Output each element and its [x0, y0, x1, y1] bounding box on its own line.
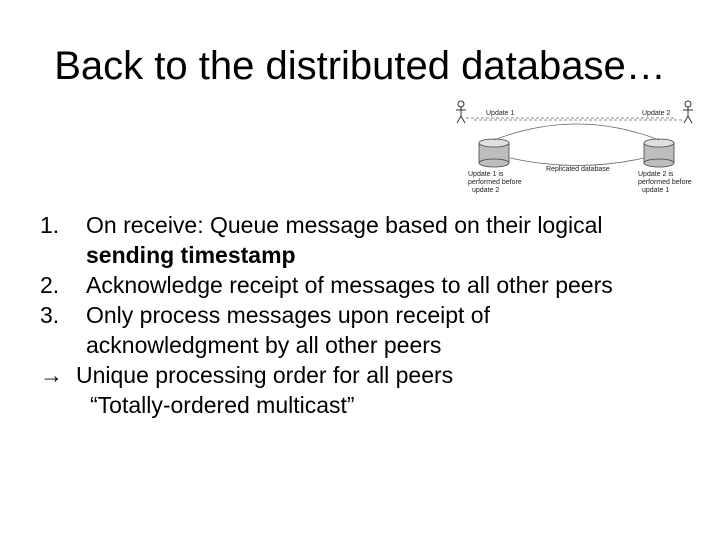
right-note-3: update 1	[642, 187, 669, 194]
left-database-icon	[478, 138, 510, 168]
update2-label: Update 2	[642, 110, 671, 117]
left-note-3: update 2	[472, 187, 499, 194]
diagram-svg: Update 1 Update 2 Replicated databa	[456, 100, 693, 194]
conclusion-text: Unique processing order for all peers	[76, 362, 454, 388]
item-number: 3.	[40, 302, 60, 328]
item-text: Acknowledge receipt of messages to all o…	[86, 272, 613, 298]
curve-bottom	[509, 157, 645, 166]
right-note-2: performed before	[638, 179, 692, 186]
conclusion-quote: “Totally-ordered multicast”	[90, 392, 355, 418]
list-item: 3. Only process messages upon receipt of…	[40, 300, 710, 360]
update1-label: Update 1	[486, 110, 515, 117]
conclusion: → Unique processing order for all peers	[40, 360, 710, 390]
item-text: On receive: Queue message based on their…	[86, 212, 603, 238]
bullet-list: 1. On receive: Queue message based on th…	[40, 210, 710, 420]
item-bold-text: sending timestamp	[86, 242, 296, 268]
curve-top	[493, 123, 660, 141]
right-note-1: Update 2 is	[638, 171, 674, 178]
slide-title: Back to the distributed database…	[54, 44, 666, 88]
left-note-2: performed before	[468, 179, 522, 186]
replicated-database-diagram: Update 1 Update 2 Replicated databa	[452, 98, 702, 198]
list-item: 1. On receive: Queue message based on th…	[40, 210, 710, 270]
item-text: Only process messages upon receipt of	[86, 302, 490, 328]
db-label: Replicated database	[546, 166, 610, 173]
right-person-icon	[683, 100, 693, 124]
item-number: 2.	[40, 272, 60, 298]
list-item: 2. Acknowledge receipt of messages to al…	[40, 270, 710, 300]
item-number: 1.	[40, 212, 60, 238]
item-text-continued: acknowledgment by all other peers	[86, 332, 442, 358]
left-note-1: Update 1 is	[468, 171, 504, 178]
right-database-icon	[643, 138, 675, 168]
right-arrow-icon: →	[40, 362, 63, 388]
left-person-icon	[456, 100, 466, 124]
